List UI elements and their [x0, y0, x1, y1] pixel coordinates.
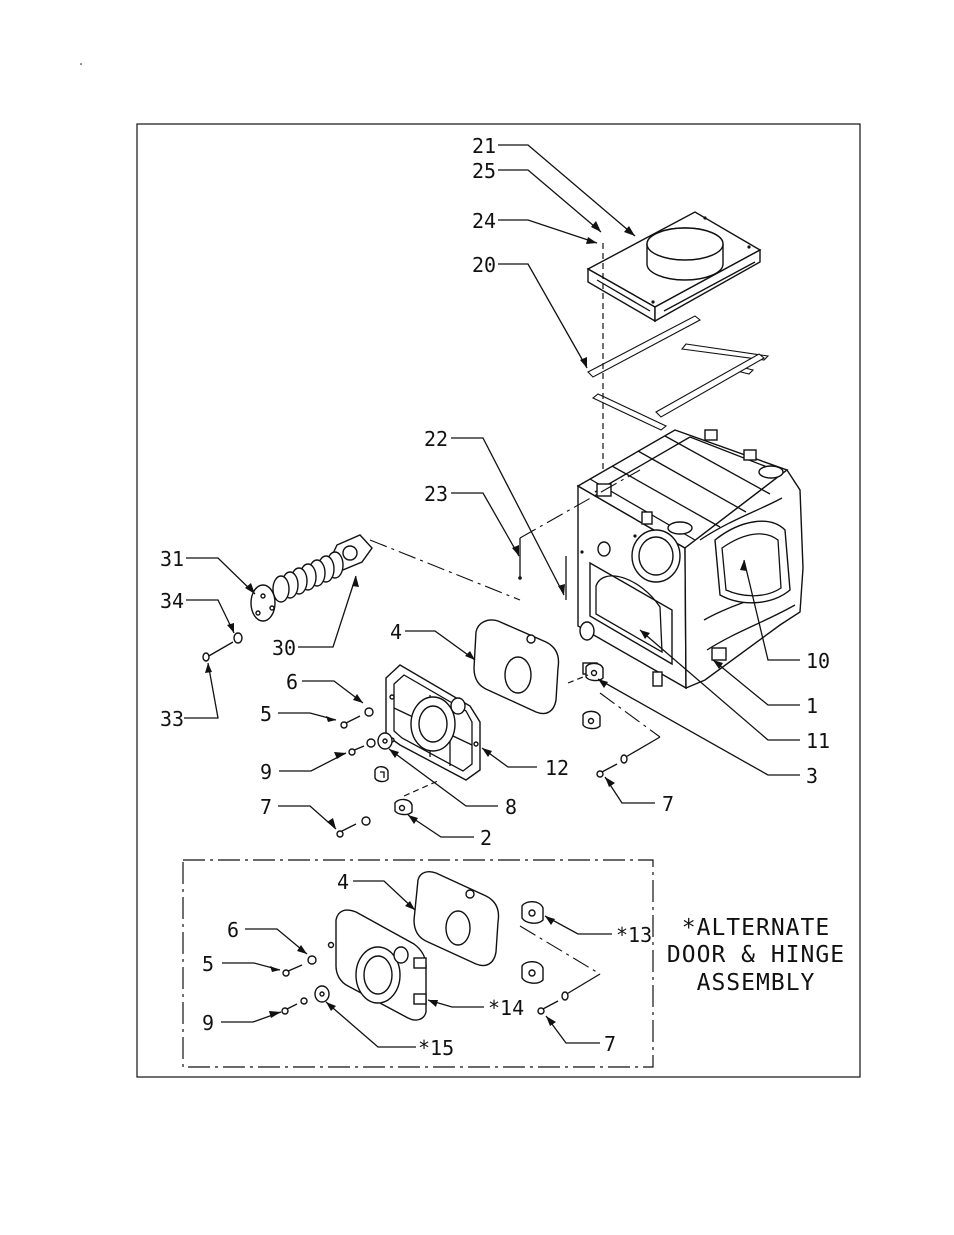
part-screw-9 — [349, 746, 364, 755]
alternate-assembly-note: *ALTERNATE DOOR & HINGE ASSEMBLY — [667, 915, 845, 996]
inset-callout-13: *13 — [616, 923, 652, 947]
callout-33: 33 — [160, 707, 184, 731]
part-hinge-lower — [375, 767, 388, 782]
note-line-3: ASSEMBLY — [697, 970, 816, 996]
part-firebox-body — [578, 430, 803, 688]
callout-22: 22 — [424, 427, 448, 451]
part-hinge-2 — [395, 799, 412, 814]
callout-23: 23 — [424, 482, 448, 506]
part-hinge-3-upper — [586, 663, 603, 680]
part-door-frame — [386, 665, 480, 780]
callout-1: 1 — [806, 694, 818, 718]
inset-callout-7: 7 — [604, 1032, 616, 1056]
inset-door-frame — [329, 910, 427, 1020]
part-washer-6 — [365, 708, 373, 716]
inset-hinge-13-lower — [522, 962, 543, 983]
callout-30: 30 — [272, 636, 296, 660]
callout-4: 4 — [390, 620, 402, 644]
callout-8: 8 — [505, 795, 517, 819]
inset-callout-5: 5 — [202, 952, 214, 976]
callout-7-right: 7 — [662, 792, 674, 816]
callout-9: 9 — [260, 760, 272, 784]
callout-11: 11 — [806, 729, 830, 753]
callout-25: 25 — [472, 159, 496, 183]
centerline-burner — [370, 540, 520, 600]
callout-24: 24 — [472, 209, 496, 233]
inset-callout-15: *15 — [418, 1036, 454, 1060]
inset-hinge-13-upper — [522, 902, 543, 923]
part-screw-5 — [341, 716, 360, 728]
inset-door-gasket — [414, 872, 499, 966]
part-screw-7-right — [597, 764, 617, 777]
part-washer-34 — [234, 633, 242, 643]
callout-7: 7 — [260, 795, 272, 819]
callout-3: 3 — [806, 764, 818, 788]
note-line-2: DOOR & HINGE — [667, 942, 845, 968]
inset-screw-9 — [282, 1004, 297, 1014]
callout-10: 10 — [806, 649, 830, 673]
inset-screw-7 — [538, 1001, 558, 1014]
callout-2: 2 — [480, 826, 492, 850]
inset-screw-5 — [283, 965, 302, 976]
callout-5: 5 — [260, 702, 272, 726]
part-flue-collar-plate — [588, 212, 760, 321]
callout-34: 34 — [160, 589, 184, 613]
part-screw-7-left — [337, 824, 356, 837]
callout-12: 12 — [545, 756, 569, 780]
inset-callout-9: 9 — [202, 1011, 214, 1035]
inset-cap-15 — [315, 986, 329, 1002]
callout-6: 6 — [286, 670, 298, 694]
part-hinge-3-lower — [583, 711, 600, 728]
part-gasket-strips — [588, 316, 768, 430]
callout-21: 21 — [472, 134, 496, 158]
stray-mark — [80, 63, 82, 65]
part-burner-tube — [251, 535, 372, 621]
inset-callout-4: 4 — [337, 870, 349, 894]
part-door-gasket — [474, 620, 559, 713]
note-line-1: *ALTERNATE — [682, 915, 830, 941]
part-cap-8 — [378, 733, 392, 749]
inset-callout-6: 6 — [227, 918, 239, 942]
inset-callout-14: *14 — [488, 996, 524, 1020]
callout-31: 31 — [160, 547, 184, 571]
callout-20: 20 — [472, 253, 496, 277]
part-bolt-33 — [203, 642, 233, 661]
